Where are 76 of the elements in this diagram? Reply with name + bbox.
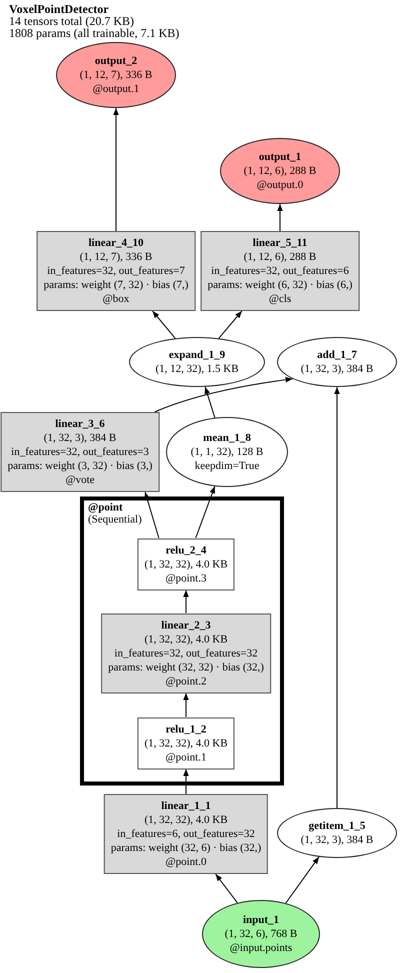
node-detail: params: weight (7, 32) · bias (7,) (44, 278, 188, 292)
node-detail: (1, 32, 3), 384 B (44, 431, 116, 445)
arrow (144, 492, 160, 538)
node-detail: (1, 12, 6), 288 B (244, 164, 316, 178)
node-name: output_2 (94, 54, 138, 68)
node-detail: (1, 32, 32), 4.0 KB (144, 557, 228, 571)
arrow (183, 692, 189, 718)
node-detail: @point.3 (166, 571, 206, 585)
node-name: expand_1_9 (168, 348, 226, 362)
node-name: mean_1_8 (203, 431, 251, 445)
cluster-subtitle: (Sequential) (88, 513, 142, 525)
arrow (218, 310, 242, 339)
node-name: linear_2_3 (161, 618, 211, 632)
node-detail: @point.2 (166, 674, 206, 688)
node-detail: @output.1 (92, 82, 140, 96)
node-detail: in_features=32, out_features=32 (114, 646, 258, 660)
node-detail: params: weight (3, 32) · bias (3,) (8, 459, 152, 473)
summary-line: 14 tensors total (20.7 KB) (9, 15, 134, 27)
arrow (204, 386, 216, 418)
cluster-title: @point (88, 501, 123, 513)
arrow (277, 204, 283, 232)
node-name: relu_2_4 (166, 543, 206, 557)
arrow (154, 376, 294, 412)
node-detail: params: weight (32, 32) · bias (32,) (108, 660, 264, 674)
diagram-title: VoxelPointDetector (9, 3, 109, 15)
node-detail: (1, 12, 6), 288 B (244, 250, 316, 264)
process-box (137, 538, 235, 590)
node-name: output_1 (258, 150, 302, 164)
node-detail: in_features=32, out_features=7 (47, 264, 185, 278)
node-detail: @output.0 (256, 178, 304, 192)
node-name: linear_4_10 (88, 236, 144, 250)
node-detail: (1, 1, 32), 128 B (190, 445, 264, 459)
summary-line: 1808 params (all trainable, 7.1 KB) (9, 27, 180, 39)
arrow (113, 108, 119, 232)
node-detail: @point.1 (166, 750, 206, 764)
node-detail: (1, 32, 32), 4.0 KB (144, 813, 228, 827)
node-detail: in_features=32, out_features=3 (11, 445, 149, 459)
node-detail: params: weight (32, 6) · bias (32,) (110, 841, 262, 855)
node-name: input_1 (242, 913, 280, 927)
arrow (285, 856, 320, 904)
node-detail: in_features=6, out_features=32 (117, 827, 255, 841)
node-detail: (1, 12, 7), 336 B (80, 250, 152, 264)
node-detail: (1, 32, 3), 384 B (300, 833, 374, 847)
node-detail: @vote (65, 473, 95, 487)
layer-box (0, 412, 160, 492)
node-detail: (1, 32, 6), 768 B (224, 927, 298, 941)
arrow (152, 310, 176, 339)
arrow (183, 590, 189, 614)
node-detail: keepdim=True (194, 459, 260, 473)
node-detail: @input.points (230, 941, 292, 955)
node-name: getitem_1_5 (308, 819, 366, 833)
layer-box (36, 231, 196, 311)
arrow (183, 768, 189, 794)
process-box (137, 717, 235, 769)
layer-box (101, 613, 271, 693)
node-name: linear_1_1 (161, 799, 211, 813)
node-detail: (1, 32, 3), 384 B (300, 362, 374, 376)
node-name: relu_1_2 (166, 722, 206, 736)
node-detail: @box (102, 292, 130, 306)
layer-box (104, 794, 268, 874)
node-detail: (1, 12, 32), 1.5 KB (155, 362, 239, 376)
node-detail: @cls (268, 292, 292, 306)
node-name: linear_3_6 (55, 417, 105, 431)
node-name: add_1_7 (317, 348, 357, 362)
arrow (215, 874, 238, 904)
cluster-frame (80, 496, 284, 785)
node-detail: params: weight (6, 32) · bias (6,) (208, 278, 352, 292)
node-detail: (1, 32, 32), 4.0 KB (144, 736, 228, 750)
node-detail: @point.0 (166, 855, 206, 869)
layer-box (200, 231, 360, 311)
arrow (334, 386, 340, 808)
node-name: linear_5_11 (252, 236, 308, 250)
arrow (195, 486, 216, 538)
node-detail: (1, 12, 7), 336 B (80, 68, 152, 82)
node-detail: (1, 32, 32), 4.0 KB (144, 632, 228, 646)
node-detail: in_features=32, out_features=6 (211, 264, 349, 278)
